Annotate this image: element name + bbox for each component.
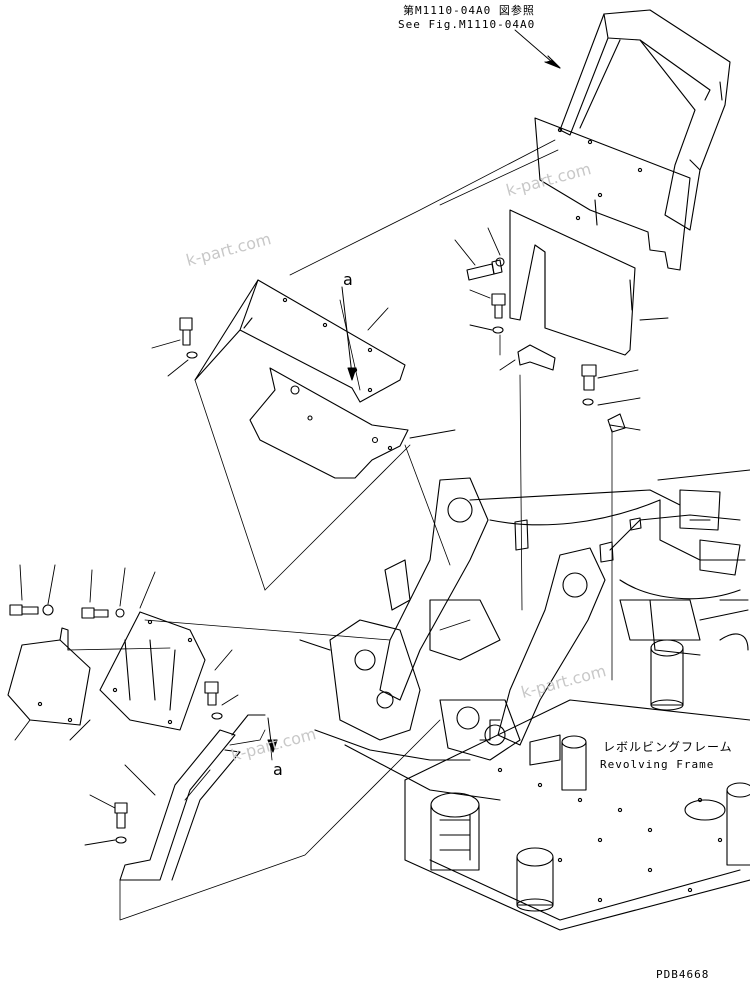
left-lower-cover (249, 367, 409, 479)
tank-4 (516, 847, 554, 912)
tank-1 (650, 639, 684, 711)
filter-unit (430, 792, 480, 871)
bolt-top-1 (466, 257, 505, 281)
arrow-a-top (341, 286, 353, 376)
vertical-cover (509, 209, 636, 356)
lower-left-cover-1 (7, 627, 91, 726)
bolt-lower-3 (204, 681, 223, 720)
bolt-lower-2 (81, 607, 125, 619)
callout-a-bottom: a (273, 760, 283, 779)
bolt-right-1 (581, 364, 597, 406)
bolt-top-2 (491, 293, 506, 334)
drawing-number: PDB4668 (656, 968, 710, 981)
revolving-frame-label-jp: レボルビングフレーム (603, 740, 733, 754)
bracket-mid (517, 344, 556, 371)
tank-3 (726, 782, 750, 866)
callout-a-top: a (343, 270, 353, 289)
leader-lines (67, 139, 613, 921)
upper-frame (559, 9, 731, 231)
reference-note-jp: 第M1110-04A0 図参照 (403, 4, 535, 17)
reference-arrow (514, 29, 553, 63)
tank-2 (561, 735, 587, 791)
arrowhead-a-bottom (267, 739, 278, 753)
bolt-left-1 (179, 317, 198, 359)
arrowhead-a-top (347, 367, 357, 381)
bracket-right (607, 413, 626, 433)
bolt-lower-4 (114, 802, 128, 844)
bolt-lower-1 (9, 604, 54, 616)
revolving-frame (299, 469, 750, 931)
revolving-frame-label-en: Revolving Frame (600, 758, 715, 771)
callout-leaders (14, 227, 669, 846)
lower-guide (119, 714, 266, 881)
lower-left-cover-2 (99, 611, 206, 731)
left-upper-cover (194, 279, 406, 403)
reference-note-en: See Fig.M1110-04A0 (398, 18, 536, 31)
upper-plate (534, 117, 691, 271)
